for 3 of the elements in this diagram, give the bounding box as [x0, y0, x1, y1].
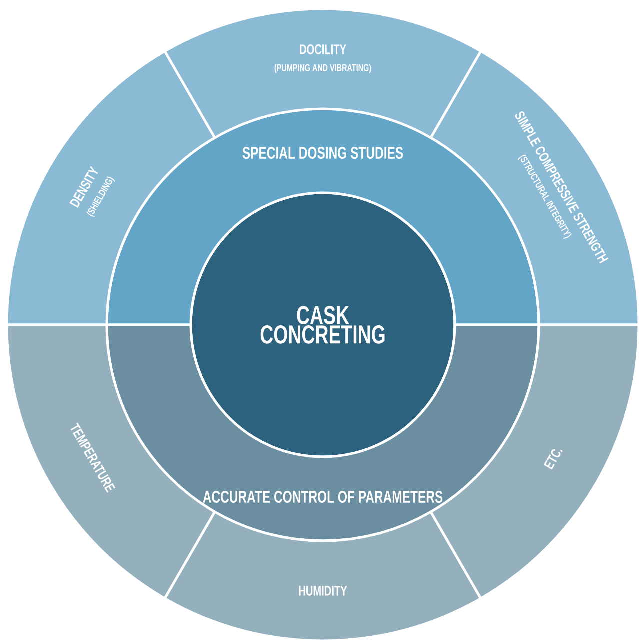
outer-segment: DOCILITY (PUMPING AND VIBRATING)	[164, 8, 482, 140]
outer-segment: HUMIDITY	[164, 510, 482, 642]
node-label: HUMIDITY	[299, 586, 348, 596]
